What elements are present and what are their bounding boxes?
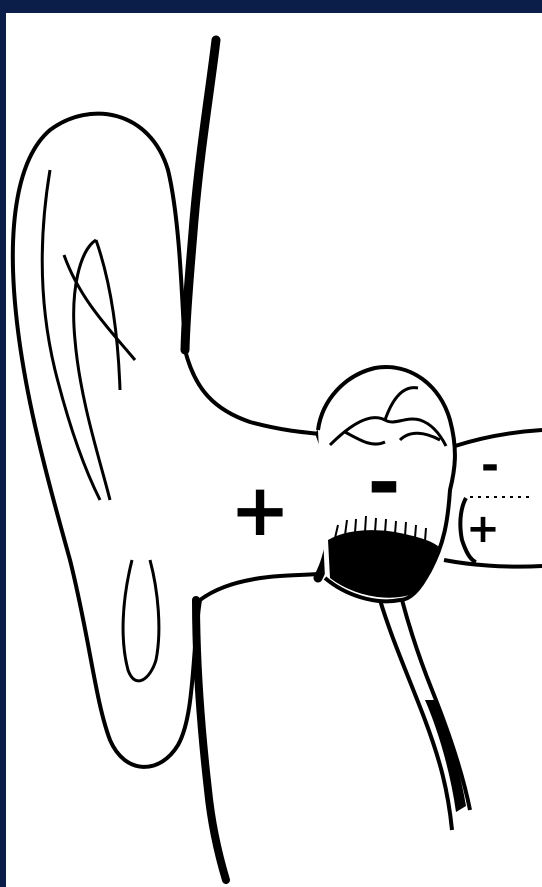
ear-canal-upper-wall bbox=[185, 350, 320, 434]
lobule-curl bbox=[123, 560, 159, 681]
outer-ear-plus-sign: + bbox=[230, 468, 290, 552]
auricle-outline bbox=[13, 114, 200, 767]
ear-canal-lower-wall bbox=[200, 574, 318, 600]
concha-line bbox=[42, 170, 100, 500]
helix-inner-fold bbox=[74, 240, 120, 500]
head-outline-upper bbox=[185, 40, 216, 350]
head-outline-lower bbox=[196, 600, 226, 880]
middle-ear-minus-sign: - bbox=[367, 436, 400, 529]
inner-passage-lower bbox=[444, 560, 542, 567]
inner-lower-plus-sign: + bbox=[466, 506, 500, 552]
inner-upper-minus-sign: - bbox=[481, 440, 499, 491]
